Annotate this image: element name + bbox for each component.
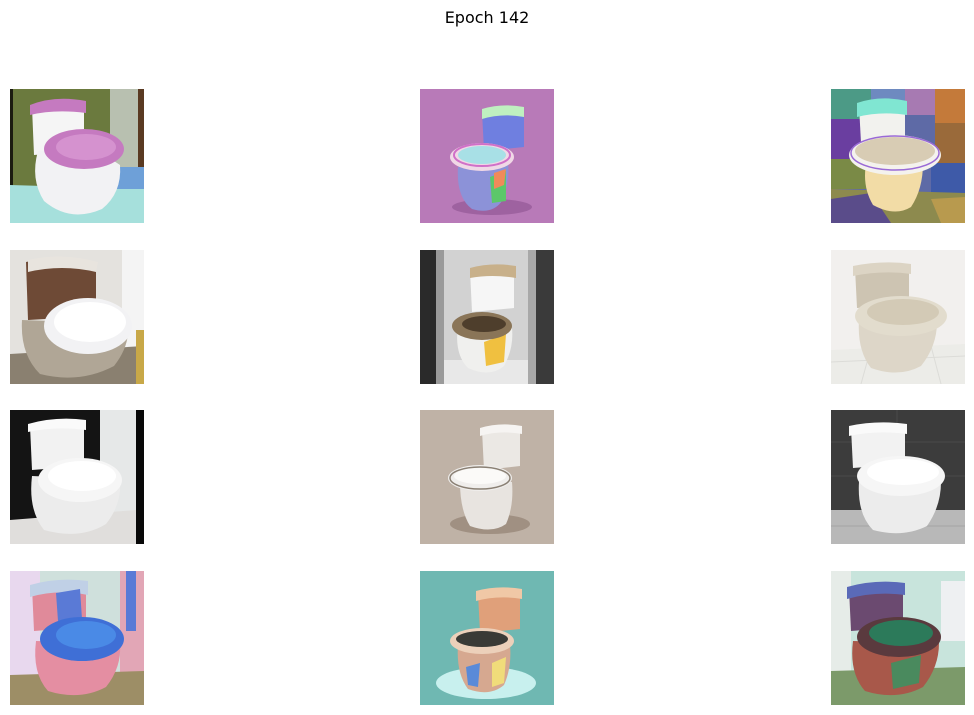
sample-image-5 [420, 250, 554, 384]
sample-image-10 [10, 571, 144, 705]
sample-image-12 [831, 571, 965, 705]
sample-image-3 [831, 89, 965, 223]
sample-image-8 [420, 410, 554, 544]
figure-title: Epoch 142 [444, 8, 530, 27]
sample-image-1 [10, 89, 144, 223]
sample-image-11 [420, 571, 554, 705]
sample-image-2 [420, 89, 554, 223]
sample-image-7 [10, 410, 144, 544]
sample-image-9 [831, 410, 965, 544]
sample-image-6 [831, 250, 965, 384]
sample-image-4 [10, 250, 144, 384]
